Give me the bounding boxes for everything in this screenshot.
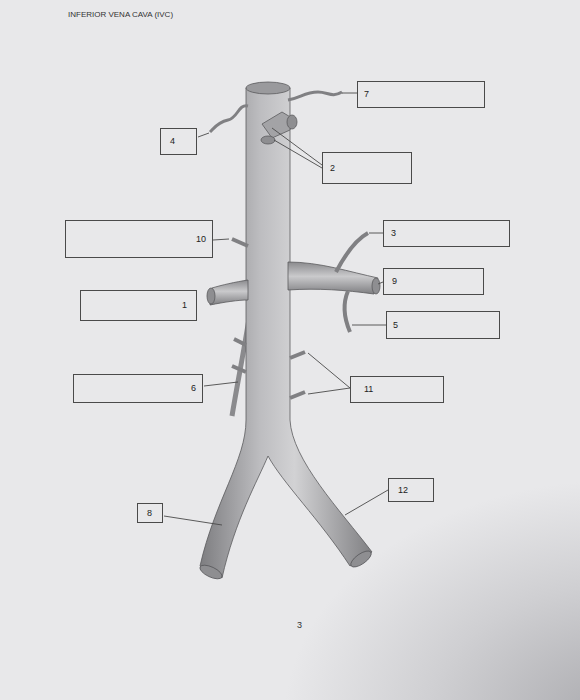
callout-number: 1 [182, 300, 187, 310]
answer-box: 10 [65, 220, 213, 258]
answer-box: 12 [388, 478, 434, 502]
page-number: 3 [297, 620, 302, 630]
lumbar-vein [234, 339, 246, 345]
answer-box: 9 [383, 268, 484, 295]
leader-line [308, 353, 350, 388]
vessel-opening [261, 136, 275, 144]
callout-number: 9 [392, 276, 397, 286]
phrenic-vein [288, 92, 342, 100]
leader-line [274, 140, 322, 168]
answer-box: 2 [322, 152, 412, 184]
vessel-opening [287, 115, 297, 129]
lumbar-vein [290, 352, 305, 358]
vessels [198, 82, 380, 582]
callout-number: 2 [330, 163, 335, 173]
lumbar-vein [232, 366, 246, 372]
callout-number: 6 [191, 383, 196, 393]
answer-box: 3 [383, 220, 510, 247]
answer-box: 6 [73, 374, 203, 403]
lumbar-vein [290, 392, 305, 398]
callout-number: 10 [196, 234, 206, 244]
leader-line [369, 233, 383, 234]
callout-number: 7 [364, 89, 369, 99]
leader-line [164, 516, 222, 525]
gonadal-vein [344, 291, 350, 332]
leader-line [272, 128, 322, 165]
callout-number: 4 [170, 136, 175, 146]
leader-line [352, 325, 386, 326]
vessel-opening [246, 82, 290, 94]
suprarenal-vein [232, 239, 248, 246]
vessel-opening [198, 562, 224, 581]
leader-line [198, 133, 209, 137]
answer-box: 5 [386, 311, 500, 339]
renal-vein [210, 280, 248, 305]
callout-number: 8 [147, 508, 152, 518]
suprarenal-vein [336, 233, 368, 272]
leader-line [204, 382, 238, 386]
leader-line [342, 93, 357, 94]
callout-number: 5 [393, 320, 398, 330]
leader-line [308, 388, 350, 394]
renal-vein [288, 262, 378, 294]
leader-lines [164, 93, 388, 525]
answer-box: 8 [137, 503, 163, 523]
leader-line [345, 490, 388, 515]
callout-number: 12 [398, 485, 408, 495]
callout-number: 3 [391, 228, 396, 238]
leader-line [213, 239, 229, 240]
vessel-opening [348, 548, 373, 570]
vessel-opening [372, 278, 380, 294]
small-veins [210, 92, 368, 398]
phrenic-vein [210, 106, 248, 132]
answer-box: 7 [357, 81, 485, 108]
answer-box: 1 [80, 290, 197, 321]
answer-box: 4 [160, 128, 197, 155]
vessel-opening [207, 288, 215, 304]
callout-number: 11 [364, 384, 373, 394]
answer-box: 11 [350, 376, 444, 403]
ivc-trunk [200, 88, 372, 578]
worksheet-title: INFERIOR VENA CAVA (IVC) [68, 10, 173, 19]
